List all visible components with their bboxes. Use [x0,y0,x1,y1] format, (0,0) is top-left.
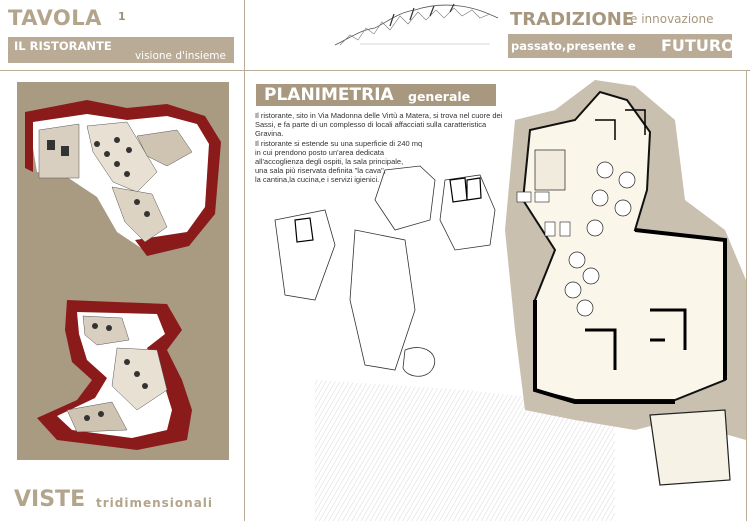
section-title-bar: PLANIMETRIA generale [256,84,496,106]
description-line: all'accoglienza degli ospiti, la sala pr… [255,157,404,166]
tradizione-heading: TRADIZIONE [510,9,635,30]
3d-view-top [25,100,221,256]
right-title-bar: passato,presente e FUTURO [508,34,735,58]
description-line: una sala più riservata definita "la cava… [255,166,386,175]
section-title: PLANIMETRIA [264,85,394,105]
description-line: Il ristorante si estende su una superfic… [255,139,423,148]
description-paragraph-1: Il ristorante, sito in Via Madonna delle… [255,111,503,138]
sketch-illustration [334,3,499,46]
futuro-text: FUTURO [661,36,735,55]
right-title-bar-text: passato,presente e [511,39,636,53]
description-line: la cantina,la cucina,e i servizi igienic… [255,175,380,184]
description-paragraph-2: Il ristorante si estende su una superfic… [255,139,440,184]
tridimensionali-text: tridimensionali [96,496,214,510]
sheet-number: 1 [118,10,126,23]
innovazione-text: e innovazione [630,12,714,26]
divider-bottom-right [746,70,747,521]
viste-heading: VISTE [14,487,86,512]
section-subtitle: generale [408,89,471,104]
divider-top-left [0,70,244,71]
divider-top-right [244,70,750,71]
divider-vertical [244,0,245,521]
left-title-bar-subtitle: visione d'insieme [134,50,226,62]
description-line: in cui prendono posto un'area dedicata [255,148,385,157]
3d-view-bottom [37,300,192,450]
left-title-bar: IL RISTORANTE visione d'insieme [8,37,234,63]
sheet-title: TAVOLA [8,6,102,30]
left-title-bar-title: IL RISTORANTE [14,39,112,53]
floor-plan [274,80,746,521]
